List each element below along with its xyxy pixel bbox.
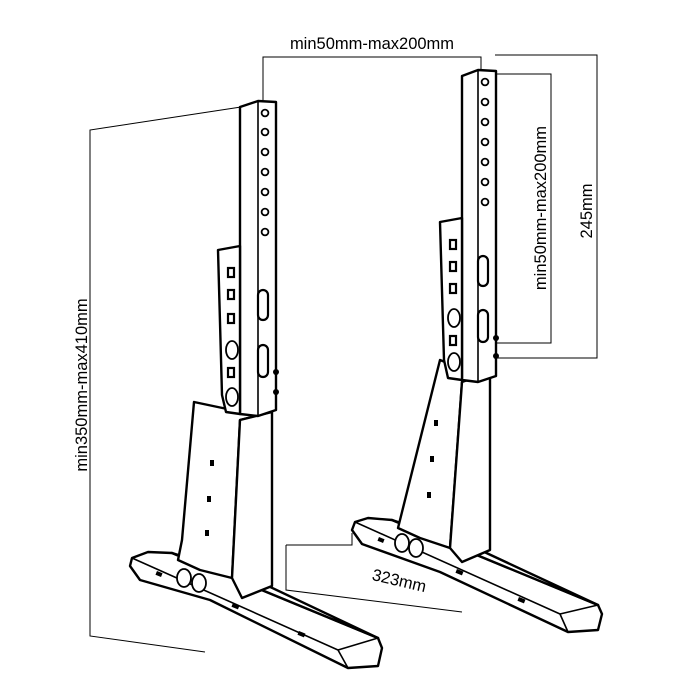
right-column <box>396 358 492 564</box>
right-upright-bracket <box>438 68 499 384</box>
left-vesa-holes <box>260 108 270 237</box>
bracket-height-label: 245mm <box>578 183 596 238</box>
overall-height-label: min350mm-max410mm <box>73 298 91 471</box>
right-vesa-holes <box>480 77 490 207</box>
vesa-height-label: min50mm-max200mm <box>532 126 550 290</box>
left-upright-bracket <box>216 99 279 418</box>
base-depth-label: 323mm <box>370 566 428 596</box>
right-stand <box>350 68 604 634</box>
dimension-lines <box>89 54 598 653</box>
vesa-width-label: min50mm-max200mm <box>290 35 454 53</box>
left-column <box>176 400 274 600</box>
left-stand <box>128 99 384 670</box>
